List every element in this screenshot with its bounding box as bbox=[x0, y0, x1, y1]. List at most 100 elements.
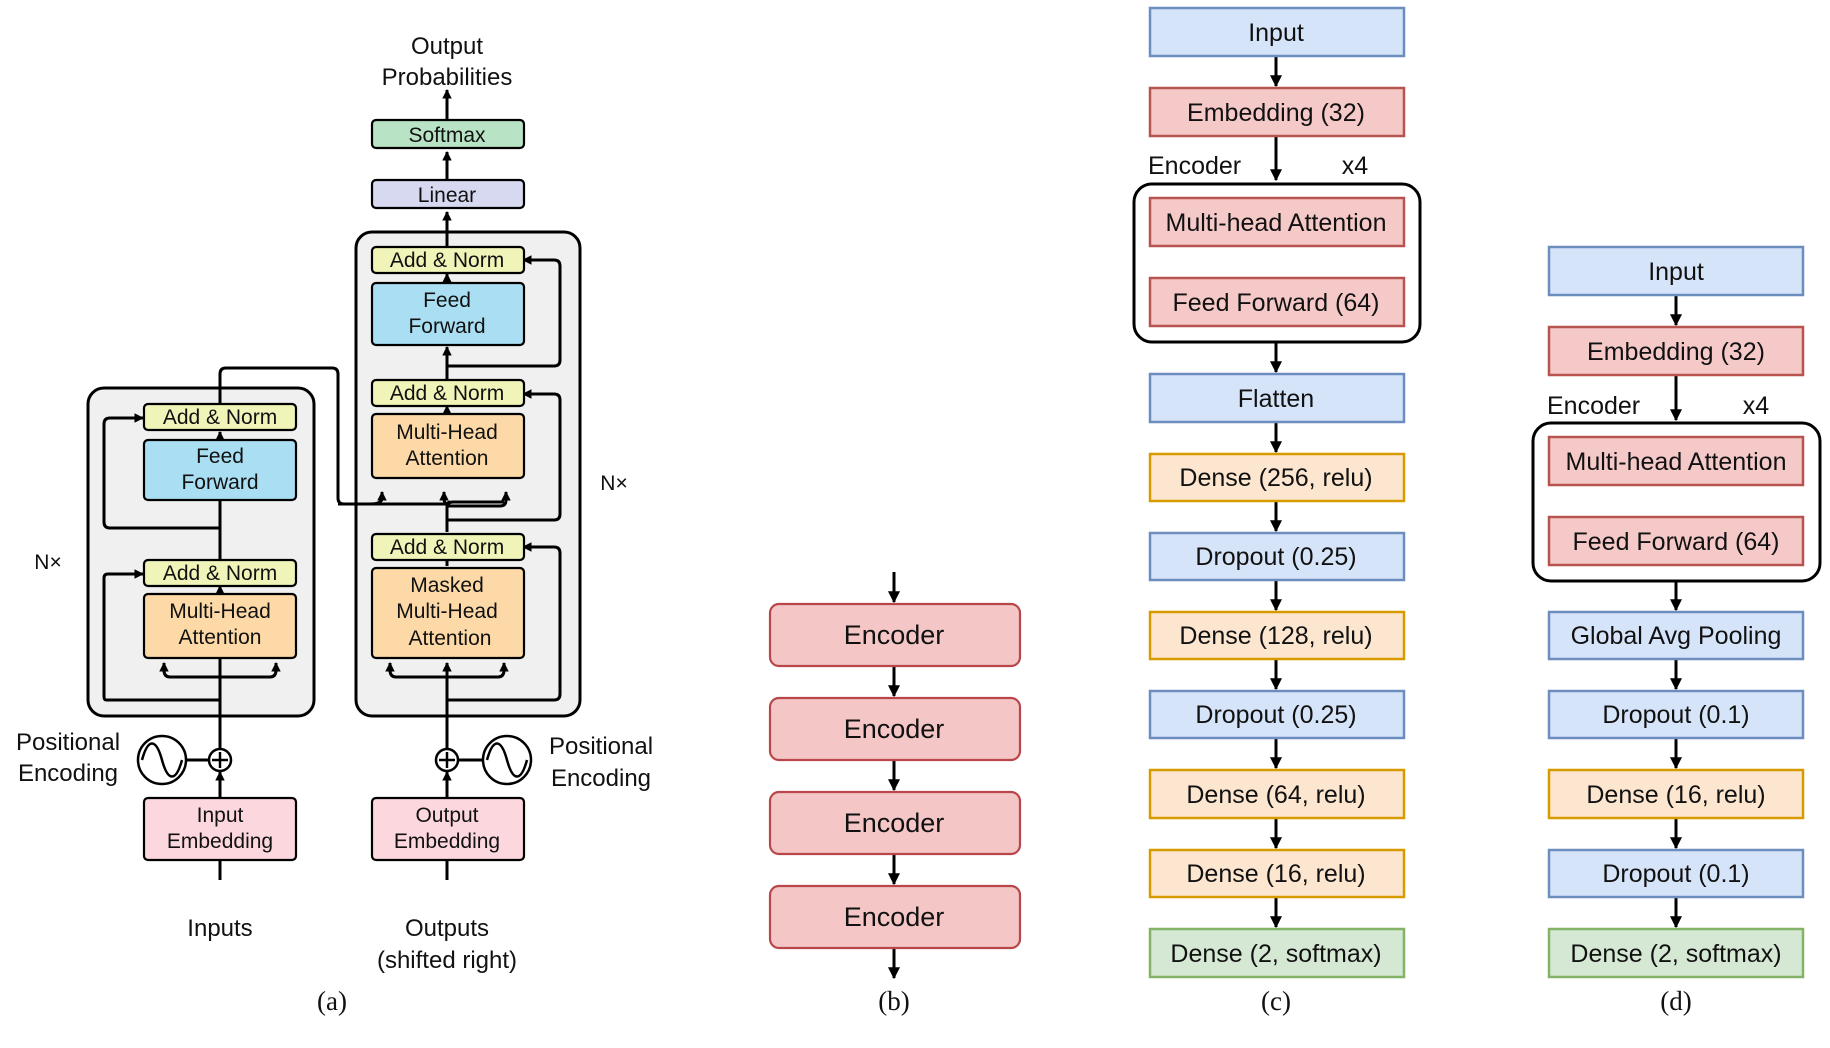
outputs-line2: (shifted right) bbox=[377, 947, 517, 974]
d-dropout-1-label: Dropout (0.1) bbox=[1602, 701, 1749, 729]
enc-ff-line1: Feed bbox=[196, 445, 244, 468]
c-embedding-block bbox=[1148, 86, 1406, 138]
enc-ff-line2: Forward bbox=[181, 471, 258, 494]
c-flatten-block bbox=[1148, 372, 1406, 424]
d-dense-16-label: Dense (16, relu) bbox=[1586, 781, 1765, 809]
d-feed-forward-block bbox=[1547, 515, 1805, 567]
dec-ff-line2: Forward bbox=[408, 315, 485, 338]
dec-masked-attention bbox=[370, 566, 526, 660]
output-probabilities-line1: Output bbox=[411, 33, 483, 60]
dec-masked-line2: Multi-Head bbox=[396, 600, 498, 623]
encoder-block-2 bbox=[768, 696, 1022, 762]
dec-sine-wave-icon bbox=[481, 734, 533, 786]
input-embedding bbox=[142, 796, 298, 862]
dec-positional-line1: Positional bbox=[549, 733, 653, 760]
svg-text:Outputs(shifted right): Outputs (shifted right) bbox=[377, 915, 517, 974]
c-feed-forward-block bbox=[1148, 276, 1406, 328]
linear-label: Linear bbox=[418, 184, 476, 207]
dec-add-norm-bottom bbox=[370, 532, 526, 562]
dec-ff-line1: Feed bbox=[423, 289, 471, 312]
enc-positional-line1: Positional bbox=[16, 729, 120, 756]
output-embedding-line1: Output bbox=[415, 804, 478, 827]
encoder-block-4 bbox=[768, 884, 1022, 950]
dec-positional-line2: Encoding bbox=[551, 765, 651, 792]
dec-masked-line1: Masked bbox=[410, 574, 484, 597]
d-dense-softmax-label: Dense (2, softmax) bbox=[1570, 940, 1781, 968]
d-feed-forward-label: Feed Forward (64) bbox=[1572, 528, 1779, 556]
encoder-block-4-label: Encoder bbox=[844, 902, 945, 932]
c-dense-256-label: Dense (256, relu) bbox=[1179, 464, 1372, 492]
enc-multi-head-attention bbox=[142, 592, 298, 660]
c-dropout-2-label: Dropout (0.25) bbox=[1195, 701, 1356, 729]
output-embedding-line2: Embedding bbox=[394, 830, 500, 853]
enc-plus-icon bbox=[207, 747, 233, 773]
dec-mha-line1: Multi-Head bbox=[396, 421, 498, 444]
c-encoder-label: Encoder bbox=[1148, 152, 1241, 180]
panel-d-model-b: Input Embedding (32) Encoder x4 Multi-he… bbox=[1531, 245, 1822, 1016]
output-probabilities-line2: Probabilities bbox=[382, 64, 513, 91]
d-embedding-label: Embedding (32) bbox=[1587, 338, 1765, 366]
dec-mha-line2: Attention bbox=[406, 447, 489, 470]
dec-masked-line3: Attention bbox=[409, 627, 492, 650]
d-attention-block bbox=[1547, 435, 1805, 487]
encoder-block-1 bbox=[768, 602, 1022, 668]
enc-mha-line2: Attention bbox=[179, 626, 262, 649]
c-dense-softmax-label: Dense (2, softmax) bbox=[1170, 940, 1381, 968]
c-feed-forward-label: Feed Forward (64) bbox=[1172, 289, 1379, 317]
dec-add-norm-middle bbox=[370, 378, 526, 408]
dec-multi-head-attention bbox=[370, 412, 526, 480]
encoder-stack-container bbox=[86, 386, 316, 718]
c-dense-64-label: Dense (64, relu) bbox=[1186, 781, 1365, 809]
d-dropout-1-block bbox=[1547, 689, 1805, 740]
dec-nx-label: N× bbox=[600, 472, 627, 495]
d-repeat-label: x4 bbox=[1743, 392, 1770, 420]
c-dropout-2-block bbox=[1148, 689, 1406, 740]
panel-c-model-a: Input Embedding (32) Encoder x4 Multi-he… bbox=[1132, 6, 1422, 1016]
input-embedding-line2: Embedding bbox=[167, 830, 273, 853]
d-global-avg-pooling-block bbox=[1547, 610, 1805, 661]
c-dense-16-block bbox=[1148, 848, 1406, 899]
enc-mha-line1: Multi-Head bbox=[169, 600, 271, 623]
d-dropout-2-block bbox=[1547, 848, 1805, 899]
c-input-label: Input bbox=[1248, 19, 1304, 47]
enc-add-norm-bottom bbox=[142, 558, 298, 588]
d-attention-label: Multi-head Attention bbox=[1566, 448, 1787, 476]
dec-add-norm-bottom-label: Add & Norm bbox=[390, 536, 504, 559]
c-input-block bbox=[1148, 6, 1406, 58]
d-dense-softmax-block bbox=[1547, 927, 1805, 979]
panel-b-encoder-stack: Encoder Encoder Encoder Encoder (b) bbox=[768, 572, 1022, 1016]
d-encoder-label: Encoder bbox=[1547, 392, 1640, 420]
enc-add-norm-top bbox=[142, 402, 298, 432]
d-input-label: Input bbox=[1648, 258, 1704, 286]
dec-add-norm-top-label: Add & Norm bbox=[390, 249, 504, 272]
d-embedding-block bbox=[1547, 325, 1805, 377]
c-dense-128-label: Dense (128, relu) bbox=[1179, 622, 1372, 650]
enc-feed-forward bbox=[142, 438, 298, 502]
c-dense-128-block bbox=[1148, 610, 1406, 661]
c-dense-softmax-block bbox=[1148, 927, 1406, 979]
caption-d: (d) bbox=[1660, 986, 1691, 1016]
encoder-block-2-label: Encoder bbox=[844, 714, 945, 744]
dec-add-norm-middle-label: Add & Norm bbox=[390, 382, 504, 405]
encoder-block-3 bbox=[768, 790, 1022, 856]
enc-add-norm-bottom-label: Add & Norm bbox=[163, 562, 277, 585]
dec-add-norm-top bbox=[370, 245, 526, 275]
input-embedding-line1: Input bbox=[197, 804, 244, 827]
caption-c: (c) bbox=[1261, 986, 1291, 1016]
softmax-label: Softmax bbox=[408, 124, 486, 147]
c-attention-block bbox=[1148, 196, 1406, 248]
enc-add-norm-top-label: Add & Norm bbox=[163, 406, 277, 429]
outputs-line1: Outputs bbox=[405, 915, 489, 942]
encoder-block-1-label: Encoder bbox=[844, 620, 945, 650]
